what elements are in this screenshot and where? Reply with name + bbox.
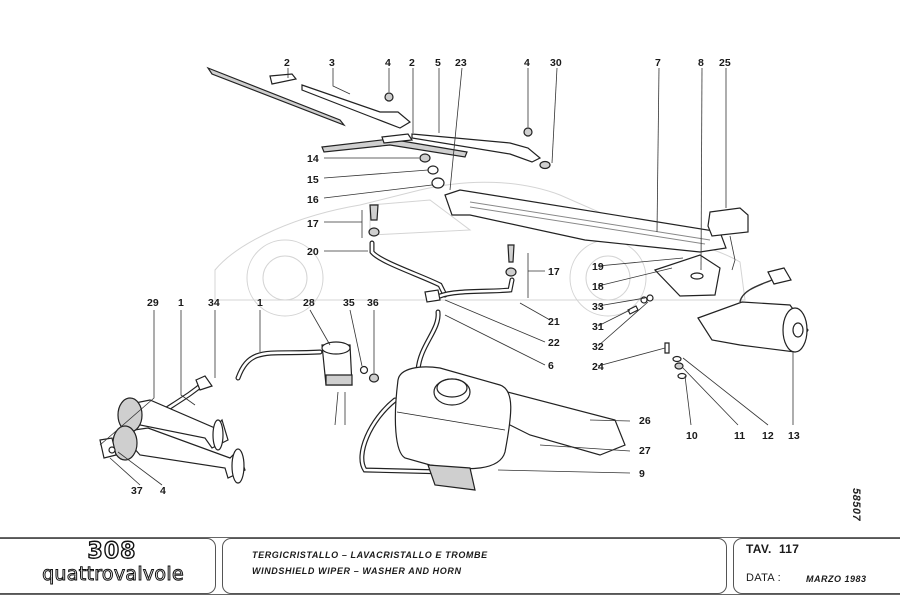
callout-4: 4 [524, 57, 530, 69]
callout-5: 5 [435, 57, 441, 69]
callout-2: 2 [409, 57, 415, 69]
callout-34: 34 [208, 297, 220, 309]
date-label: DATA : [746, 572, 782, 584]
horns [99, 375, 246, 484]
callout-14: 14 [307, 153, 319, 165]
drawing-serial-number: 58507 [850, 488, 862, 522]
exploded-parts-diagram: 2 3 4 2 5 23 4 30 7 8 25 14 15 16 17 20 … [99, 57, 809, 497]
title-block-top-rule [0, 537, 900, 538]
wiper-arm-right [411, 127, 551, 170]
horn-compressor [321, 341, 380, 426]
plate-number: TAV. 117 [746, 542, 799, 556]
callout-8: 8 [698, 57, 704, 69]
model-name-logo: quattrovalvole [42, 563, 185, 586]
callout-33: 33 [592, 301, 604, 313]
callout-4: 4 [385, 57, 391, 69]
callout-36: 36 [367, 297, 379, 309]
plate-panel [733, 538, 900, 594]
callout-29: 29 [147, 297, 159, 309]
spindle-bushings [419, 153, 445, 189]
relay [707, 207, 749, 271]
callout-1: 1 [257, 297, 263, 309]
wiper-linkage [444, 189, 727, 253]
title-block-bottom-rule [0, 594, 900, 595]
title-english: WINDSHIELD WIPER – WASHER AND HORN [252, 566, 462, 576]
callout-22: 22 [548, 337, 560, 349]
callout-37: 37 [131, 485, 143, 497]
callout-4: 4 [160, 485, 166, 497]
wiper-motor [697, 267, 809, 353]
title-italian: TERGICRISTALLO – LAVACRISTALLO E TROMBE [252, 550, 488, 560]
washer-reservoir [394, 366, 626, 491]
callout-28: 28 [303, 297, 315, 309]
wiper-blade-right [321, 133, 468, 158]
callout-25: 25 [719, 57, 731, 69]
callout-13: 13 [788, 430, 800, 442]
callout-35: 35 [343, 297, 355, 309]
callout-12: 12 [762, 430, 774, 442]
callout-1: 1 [178, 297, 184, 309]
motor-hardware [627, 294, 687, 380]
callout-17: 17 [307, 218, 319, 230]
callout-3: 3 [329, 57, 335, 69]
callout-30: 30 [550, 57, 562, 69]
callout-31: 31 [592, 321, 604, 333]
callout-15: 15 [307, 174, 319, 186]
wiper-arm-left [301, 84, 412, 129]
callout-6: 6 [548, 360, 554, 372]
callout-21: 21 [548, 316, 560, 328]
callout-16: 16 [307, 194, 319, 206]
callout-17: 17 [548, 266, 560, 278]
callout-7: 7 [655, 57, 661, 69]
plate-label: TAV. [746, 542, 772, 556]
callout-10: 10 [686, 430, 698, 442]
callout-26: 26 [639, 415, 651, 427]
wiper-blade-left [206, 66, 346, 127]
callout-23: 23 [455, 57, 467, 69]
logo-panel [0, 538, 216, 594]
model-number-logo: 308 [87, 538, 137, 564]
callout-11: 11 [734, 430, 745, 442]
callout-2: 2 [284, 57, 290, 69]
description-panel [222, 538, 727, 594]
callout-27: 27 [639, 445, 651, 457]
callout-24: 24 [592, 361, 604, 373]
plate-value: 117 [778, 542, 800, 556]
leader-lines [99, 67, 794, 486]
date-value: MARZO 1983 [806, 574, 867, 584]
callout-9: 9 [639, 468, 645, 480]
motor-bracket [653, 254, 721, 297]
callout-20: 20 [307, 246, 319, 258]
washer-nozzles [368, 204, 517, 277]
callout-32: 32 [592, 341, 604, 353]
callout-19: 19 [592, 261, 604, 273]
callout-labels: 2 3 4 2 5 23 4 30 7 8 25 14 15 16 17 20 … [131, 57, 800, 497]
callout-18: 18 [592, 281, 604, 293]
